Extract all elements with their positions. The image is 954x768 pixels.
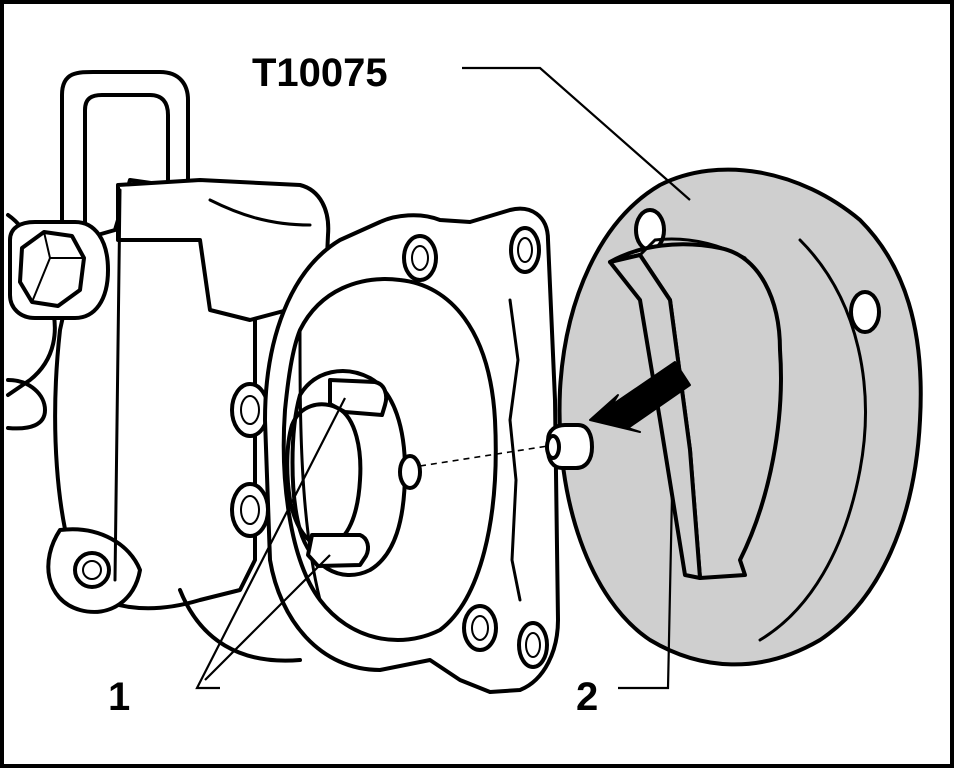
tool-hole-right (849, 290, 881, 334)
drive-dog-upper (328, 378, 389, 417)
drive-dog-lower (306, 533, 370, 568)
direction-arrow-icon (589, 361, 691, 433)
tool-key-boss (608, 242, 783, 580)
pump-housing (6, 69, 331, 663)
bolt-boss-lower (230, 482, 270, 538)
tool-t10075 (545, 167, 923, 667)
flange-hole-top-left (402, 234, 438, 282)
flange-hole-bottom-left (462, 604, 498, 652)
tool-locating-pin (545, 423, 594, 470)
drive-flange (263, 206, 560, 694)
hex-bolt (8, 220, 110, 320)
part-1-label: 1 (108, 675, 130, 719)
leader-tool (462, 66, 691, 201)
part-2-label: 2 (576, 675, 598, 719)
bolt-boss-upper (230, 382, 270, 438)
mounting-hole-lower-left (73, 551, 111, 589)
flange-hole-bottom-right (517, 621, 549, 669)
tool-label: T10075 (252, 51, 388, 95)
leader-part1-a (195, 397, 346, 690)
locating-hole (398, 454, 422, 490)
diagram-canvas: T10075 1 2 (6, 51, 923, 719)
leader-part2 (618, 494, 674, 690)
leader-part1-b (204, 554, 331, 681)
flange-hole-top-right (509, 226, 541, 274)
